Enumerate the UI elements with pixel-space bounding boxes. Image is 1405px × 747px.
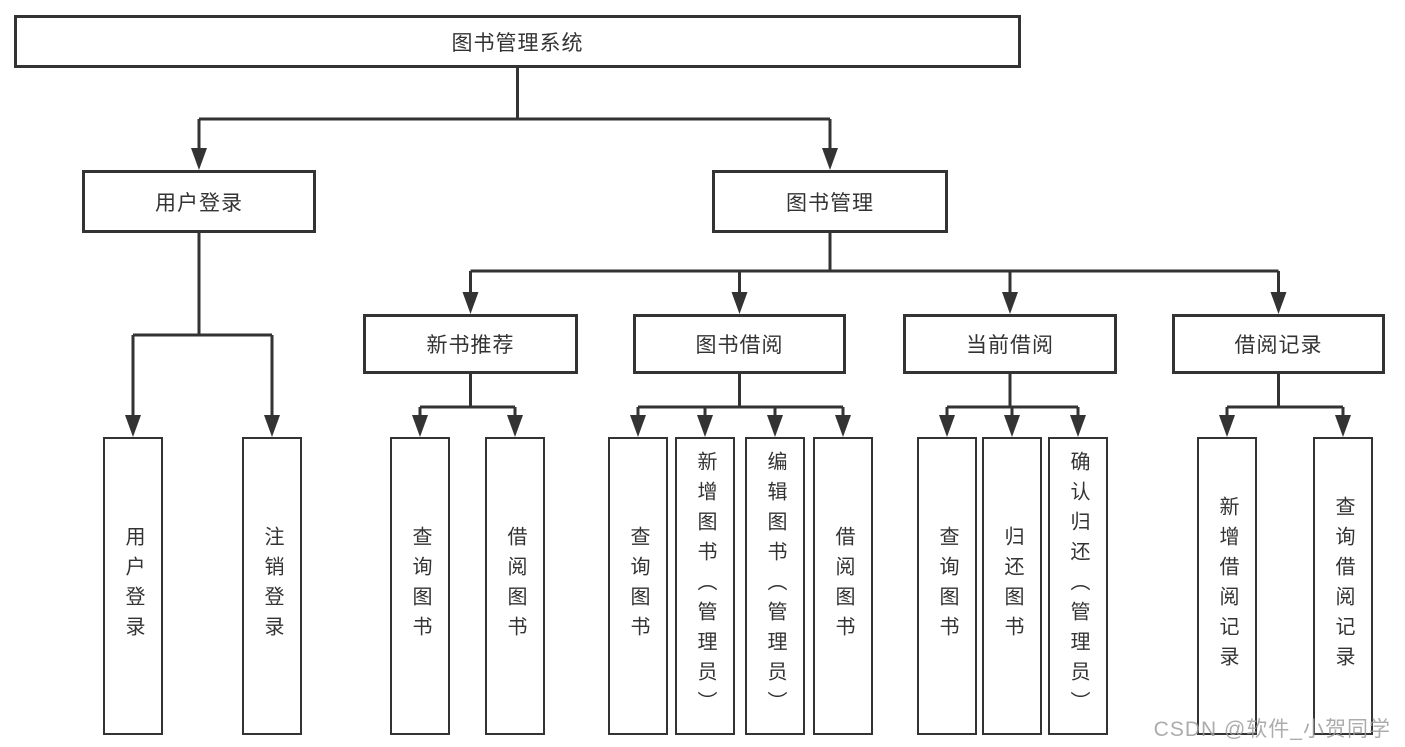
node-book-borrow: 图书借阅 (633, 314, 846, 374)
node-user-login: 用户登录 (82, 170, 316, 233)
node-book-management: 图书管理 (712, 170, 948, 233)
connector-userlogin-to-leaves (125, 233, 280, 437)
leaf-user-login: 用户登录 (103, 437, 163, 735)
connector-root-to-level2 (191, 68, 838, 170)
connector-newbook-to-leaves (412, 374, 523, 437)
connector-bookborrow-to-leaves (630, 374, 851, 437)
leaf-return-books: 归还图书 (982, 437, 1042, 735)
leaf-borrow-books-recommend: 借阅图书 (485, 437, 545, 735)
node-new-book-recommend: 新书推荐 (363, 314, 578, 374)
leaf-query-books-current: 查询图书 (917, 437, 977, 735)
leaf-add-books-admin: 新增图书（管理员） (675, 437, 735, 735)
node-borrow-records: 借阅记录 (1172, 314, 1385, 374)
node-current-borrow: 当前借阅 (903, 314, 1117, 374)
connector-bookmgmt-to-level3 (462, 233, 1287, 314)
leaf-logout: 注销登录 (242, 437, 302, 735)
leaf-add-borrow-record: 新增借阅记录 (1197, 437, 1257, 735)
leaf-borrow-books: 借阅图书 (813, 437, 873, 735)
connector-currentborrow-to-leaves (939, 374, 1086, 437)
leaf-query-books-recommend: 查询图书 (390, 437, 450, 735)
leaf-confirm-return-admin: 确认归还（管理员） (1048, 437, 1108, 735)
leaf-edit-books-admin: 编辑图书（管理员） (745, 437, 805, 735)
node-root-system: 图书管理系统 (14, 15, 1021, 68)
leaf-query-borrow-record: 查询借阅记录 (1313, 437, 1373, 735)
csdn-watermark: CSDN @软件_小贺同学 (1153, 718, 1391, 741)
leaf-query-books-borrow: 查询图书 (608, 437, 668, 735)
connector-records-to-leaves (1219, 374, 1351, 437)
